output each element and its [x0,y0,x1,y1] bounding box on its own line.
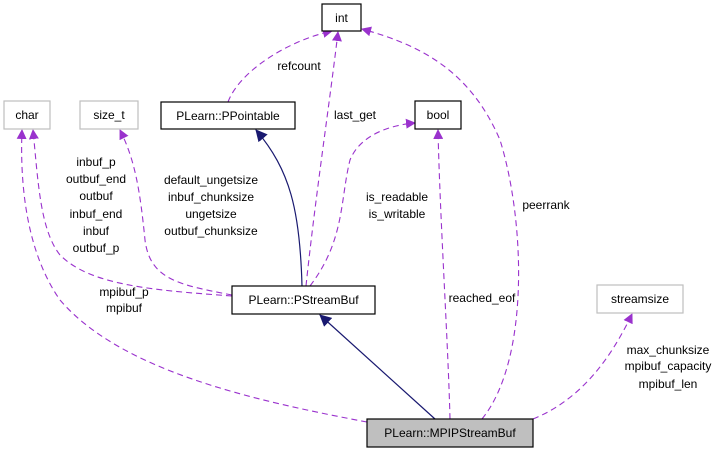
edge-last-get [305,31,342,287]
node-pstreambuf[interactable]: PLearn::PStreamBuf [231,285,376,315]
node-mpipstreambuf[interactable]: PLearn::MPIPStreamBuf [366,418,534,448]
svg-text:PLearn::PPointable: PLearn::PPointable [176,109,280,123]
label-mpibuf-capacity: mpibuf_capacity [625,359,712,373]
svg-text:PLearn::MPIPStreamBuf: PLearn::MPIPStreamBuf [384,426,516,440]
node-ppointable[interactable]: PLearn::PPointable [160,101,296,130]
label-refcount: refcount [277,59,321,73]
svg-text:PLearn::PStreamBuf: PLearn::PStreamBuf [248,293,359,307]
label-inbuf-chunksize: inbuf_chunksize [168,190,254,204]
node-int[interactable]: int [321,3,362,32]
svg-text:size_t: size_t [93,108,125,122]
label-inbuf-end: inbuf_end [70,207,123,221]
edge-inherit-ppointable [255,129,303,287]
edge-sizet [119,129,233,296]
edge-inherit-pstreambuf [319,314,436,420]
label-mpibuf-p: mpibuf_p [99,285,149,299]
edge-char-pstreambuf [28,129,233,297]
svg-text:char: char [15,108,38,122]
label-outbuf-chunksize: outbuf_chunksize [164,224,258,238]
label-inbuf-p: inbuf_p [76,155,116,169]
node-bool[interactable]: bool [414,100,462,130]
label-is-writable: is_writable [369,207,426,221]
label-is-readable: is_readable [366,190,428,204]
edge-reached-eof [433,129,451,420]
label-inbuf: inbuf [83,224,110,238]
label-default-ungetsize: default_ungetsize [164,173,258,187]
edge-refcount [227,28,333,103]
label-mpibuf: mpibuf [106,301,143,315]
label-last-get: last_get [334,108,377,122]
label-outbuf: outbuf [79,189,113,203]
node-size-t[interactable]: size_t [79,100,139,130]
label-max-chunksize: max_chunksize [627,343,710,357]
label-mpibuf-len: mpibuf_len [639,377,698,391]
edge-bool-pstreambuf [309,118,416,287]
svg-text:int: int [335,11,348,25]
label-ungetsize: ungetsize [185,207,237,221]
edge-streamsize [532,313,633,420]
node-char[interactable]: char [3,100,51,130]
node-streamsize[interactable]: streamsize [596,284,684,314]
label-outbuf-p: outbuf_p [73,241,120,255]
svg-text:streamsize: streamsize [611,292,669,306]
svg-text:bool: bool [427,108,450,122]
label-reached-eof: reached_eof [449,291,516,305]
label-outbuf-end: outbuf_end [66,172,126,186]
edge-peerrank [361,26,520,420]
label-peerrank: peerrank [522,198,570,212]
edge-char-mpip [16,129,368,423]
